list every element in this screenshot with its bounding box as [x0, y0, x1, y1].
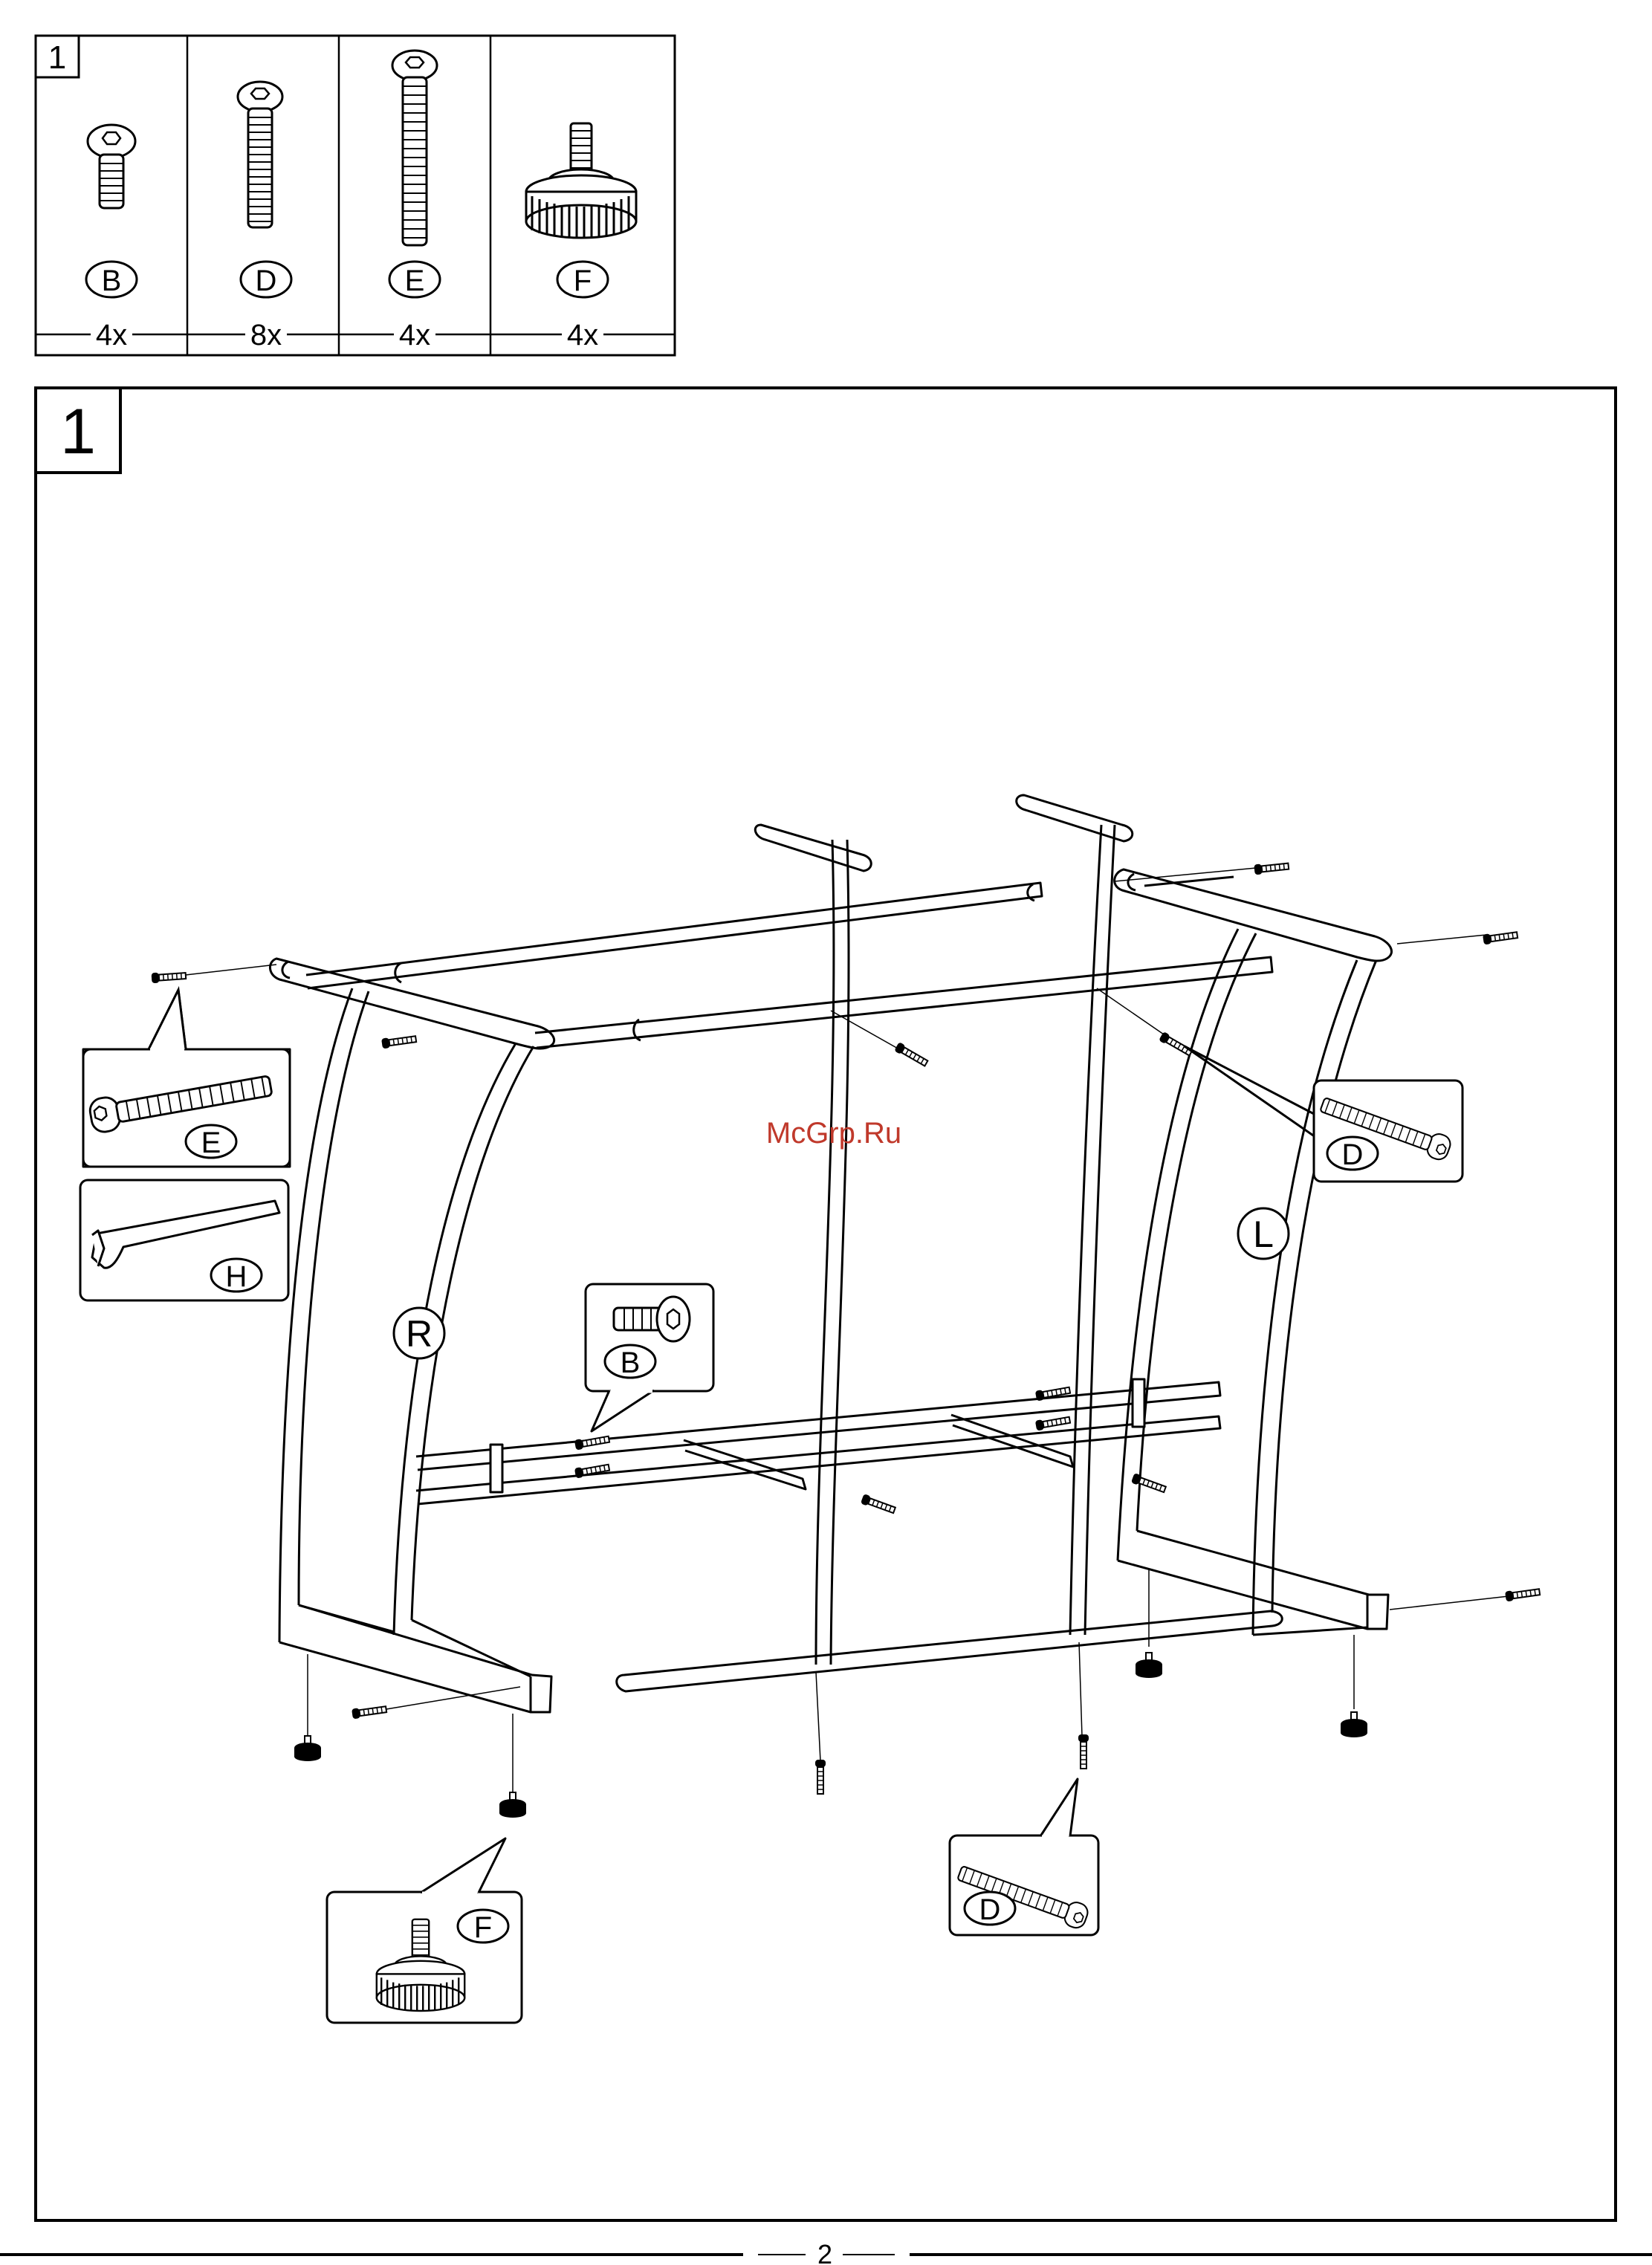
callout-label-h: H: [226, 1260, 247, 1293]
callout-label-e: E: [201, 1127, 221, 1159]
page-footer: 2: [0, 2239, 1652, 2265]
callout-label-d-top: D: [1342, 1138, 1364, 1171]
callout-bolt-e: E: [83, 990, 290, 1167]
watermark-text: McGrp.Ru: [766, 1117, 901, 1150]
callout-label-b: B: [621, 1347, 641, 1379]
callout-bolt-b: B: [586, 1284, 713, 1431]
svg-text:R: R: [406, 1313, 433, 1355]
callout-foot-f: F: [327, 1838, 522, 2023]
page-number: 2: [817, 2239, 832, 2265]
svg-text:D: D: [256, 265, 277, 297]
qty-b: 4x: [96, 319, 127, 351]
parts-step-number: 1: [48, 39, 66, 76]
callout-bolt-d-bottom: D: [950, 1779, 1098, 1935]
long-hex-bolt-icon: [392, 51, 437, 245]
svg-text:L: L: [1253, 1213, 1274, 1255]
short-hex-bolt-icon: [88, 125, 135, 208]
desk-frame-drawing: [270, 795, 1391, 1712]
qty-f: 4x: [567, 319, 598, 351]
scene-feet: [294, 1653, 1367, 1818]
parts-table: 1: [36, 36, 675, 355]
svg-text:E: E: [405, 265, 425, 297]
svg-text:B: B: [102, 265, 122, 297]
frame-label-right: R: [394, 1308, 444, 1358]
part-label-b: B: [86, 262, 137, 297]
svg-text:F: F: [574, 265, 592, 297]
callout-bolt-d-top: D: [1185, 1046, 1462, 1182]
frame-label-left: L: [1238, 1208, 1289, 1259]
qty-d: 8x: [250, 319, 282, 351]
callout-label-d-bottom: D: [979, 1893, 1001, 1926]
part-label-d: D: [241, 262, 291, 297]
part-label-f: F: [557, 262, 608, 297]
callout-hex-key: H: [80, 1180, 288, 1300]
callout-label-f: F: [474, 1911, 492, 1944]
panel-step-number: 1: [60, 396, 96, 467]
adjustable-foot-icon: [526, 123, 636, 238]
qty-e: 4x: [399, 319, 430, 351]
part-label-e: E: [389, 262, 440, 297]
medium-hex-bolt-icon: [238, 82, 282, 227]
